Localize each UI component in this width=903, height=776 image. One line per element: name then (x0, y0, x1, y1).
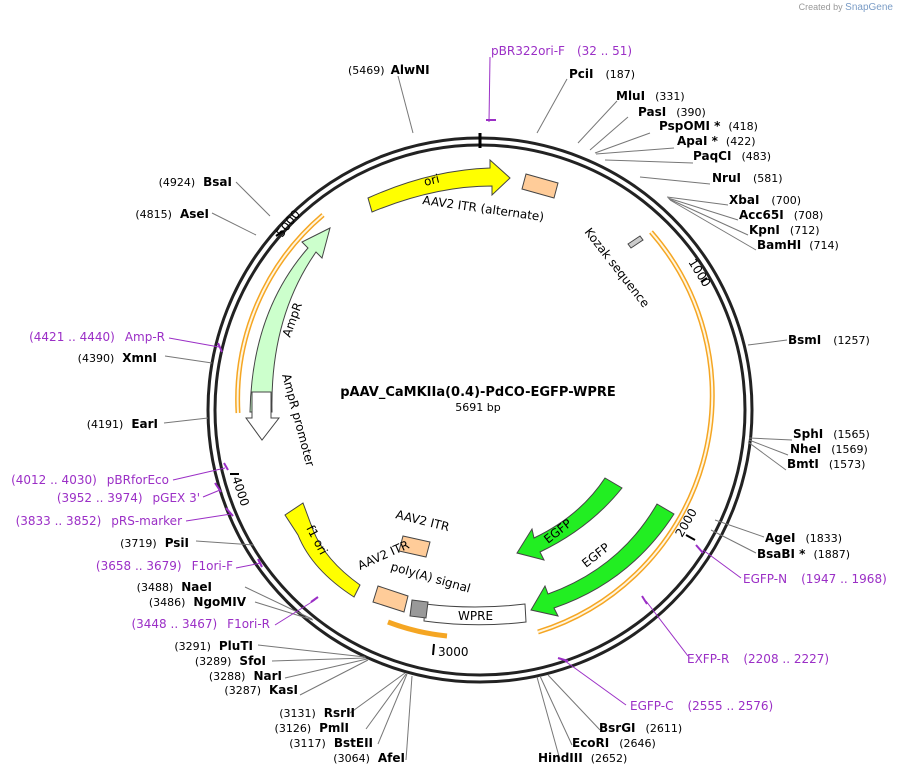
site-xbai: XbaI(700) (729, 193, 801, 207)
wpre-label: WPRE (458, 609, 493, 623)
site-asei: (4815)AseI (135, 207, 209, 221)
primer-exfp-r: EXFP-R(2208 .. 2227) (687, 652, 829, 666)
egfp-feature-2[interactable] (530, 503, 675, 617)
orf-arc-bottom (387, 619, 448, 639)
primer-pbrforeco: (4012 .. 4030)pBRforEco (11, 473, 169, 487)
site-kpni: KpnI(712) (749, 223, 820, 237)
site-acc65i: Acc65I(708) (739, 208, 823, 222)
orf-arc-right-inner (537, 231, 714, 633)
orf-arc-right (537, 230, 715, 635)
site-ngomiv: (3486)NgoMIV (149, 595, 247, 609)
site-afei: (3064)AfeI (333, 751, 405, 765)
itr-label-upper: AAV2 ITR (394, 507, 451, 534)
site-pcii: PciI(187) (569, 67, 635, 81)
wpre-feature[interactable] (423, 603, 527, 626)
site-sfoi: (3289)SfoI (195, 654, 266, 668)
plasmid-name: pAAV_CaMKIIa(0.4)-PdCO-EGFP-WPRE (340, 385, 616, 400)
ampr-feature[interactable] (249, 227, 331, 413)
site-bsmi: BsmI(1257) (788, 333, 870, 347)
site-agei: AgeI(1833) (765, 531, 842, 545)
site-bmti: BmtI(1573) (787, 457, 865, 471)
ampr-promoter-label: AmpR promoter (279, 372, 317, 468)
tick-mark-3000 (432, 643, 435, 656)
site-bsteii: (3117)BstEII (289, 736, 373, 750)
primer-egfp-n: EGFP-N(1947 .. 1968) (743, 572, 887, 586)
primer-f1ori-r: (3448 .. 3467)F1ori-R (131, 617, 270, 631)
site-apai: ApaI *(422) (677, 134, 756, 148)
primer-leaders (168, 56, 742, 706)
site-paqci: PaqCI(483) (693, 149, 771, 163)
ori-feature[interactable] (367, 158, 511, 213)
tick-mark-2000 (685, 534, 696, 541)
kozak-feature[interactable] (627, 235, 644, 249)
primer-pgex3: (3952 .. 3974)pGEX 3' (57, 491, 200, 505)
site-bsabi: BsaBI *(1887) (757, 547, 850, 561)
itr-alt-feature[interactable] (521, 173, 559, 199)
primer-pbr322ori-f: pBR322ori-F(32 .. 51) (491, 44, 632, 58)
site-pmli: (3126)PmlI (275, 721, 349, 735)
brand-name: SnapGene (845, 2, 893, 13)
site-bsai: (4924)BsaI (159, 175, 232, 189)
site-kasi: (3287)KasI (224, 683, 298, 697)
polya-feature[interactable] (409, 599, 429, 619)
site-pspomi: PspOMI *(418) (659, 119, 758, 133)
tick-3000: 3000 (438, 645, 469, 659)
orf-arc-left-inner (236, 214, 324, 414)
site-nari: (3288)NarI (209, 669, 282, 683)
itr-feature-upper[interactable] (398, 535, 431, 558)
site-leaders (163, 75, 793, 761)
ampr-promoter-feature[interactable] (245, 391, 281, 441)
site-sphi: SphI(1565) (793, 427, 870, 441)
itr-feature-bottom[interactable] (372, 585, 409, 613)
ori-label: ori (422, 172, 441, 189)
polya-label: poly(A) signal (389, 559, 472, 595)
primer-prs-marker: (3833 .. 3852)pRS-marker (16, 514, 182, 528)
site-psii: (3719)PsiI (120, 536, 189, 550)
site-eari: (4191)EarI (87, 417, 158, 431)
brand-credit: Created by SnapGene (799, 2, 893, 13)
site-xmni: (4390)XmnI (78, 351, 157, 365)
itr-alt-label: AAV2 ITR (alternate) (422, 193, 545, 224)
site-hindiii: HindIII(2652) (538, 751, 627, 765)
site-alwni: (5469)AlwNI (348, 63, 430, 77)
site-ecori: EcoRI(2646) (572, 736, 656, 750)
site-pasi: PasI(390) (638, 105, 706, 119)
primer-amp-r: (4421 .. 4440)Amp-R (29, 330, 165, 344)
site-bamhi: BamHI(714) (757, 238, 839, 252)
primer-egfp-c: EGFP-C(2555 .. 2576) (630, 699, 773, 713)
site-mlui: MluI(331) (616, 89, 685, 103)
egfp-feature-1[interactable] (516, 477, 623, 561)
site-nhei: NheI(1569) (790, 442, 868, 456)
plasmid-length: 5691 bp (455, 401, 500, 414)
f1ori-feature[interactable] (284, 502, 361, 598)
site-pluti: (3291)PluTI (174, 639, 253, 653)
brand-prefix: Created by (798, 2, 843, 12)
primer-f1ori-f: (3658 .. 3679)F1ori-F (96, 559, 233, 573)
site-rsrii: (3131)RsrII (279, 706, 355, 720)
tick-mark-1000 (700, 277, 708, 283)
site-naei: (3488)NaeI (137, 580, 212, 594)
tick-mark-5000 (275, 230, 284, 237)
site-nrui: NruI(581) (712, 171, 783, 185)
site-bsrgi: BsrGI(2611) (599, 721, 682, 735)
